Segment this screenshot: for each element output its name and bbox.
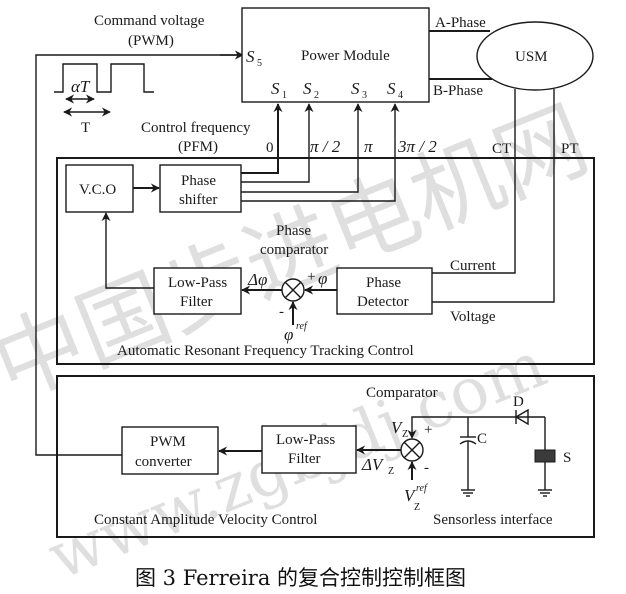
phase-shifter-line1: Phase bbox=[181, 173, 216, 189]
pwm-converter-line2: converter bbox=[135, 454, 192, 470]
phase-shifter-box bbox=[159, 164, 242, 213]
velocity-lpf-box bbox=[261, 425, 357, 474]
tracking-control-frame bbox=[56, 157, 595, 365]
pwm-converter-line1: PWM bbox=[150, 434, 186, 450]
power-module-title: Power Module bbox=[301, 48, 390, 64]
wire-s3 bbox=[241, 103, 363, 193]
capacitor-label: C bbox=[477, 431, 487, 447]
s5-sub: 5 bbox=[257, 58, 262, 69]
delta-phi-label: Δφ bbox=[247, 270, 267, 289]
pwm-converter-box bbox=[121, 426, 219, 475]
phase-shifter-line2: shifter bbox=[179, 192, 217, 208]
phase-pi2-label: π / 2 bbox=[310, 137, 341, 156]
phase-0-label: 0 bbox=[266, 140, 274, 156]
control-frequency-sub: (PFM) bbox=[178, 139, 218, 155]
phase-pi-label: π bbox=[364, 137, 373, 156]
tracking-lpf-line1: Low-Pass bbox=[168, 275, 227, 291]
delta-vz-sub: Z bbox=[388, 466, 394, 477]
pwm-feedback-wire bbox=[35, 54, 243, 456]
vco-box bbox=[65, 164, 134, 213]
phase-summing-junction bbox=[281, 278, 305, 302]
vz-minus: - bbox=[424, 460, 429, 476]
sensor-icon bbox=[534, 417, 556, 497]
command-voltage-label: Command voltage bbox=[94, 13, 205, 29]
voltage-wire bbox=[432, 89, 555, 303]
command-voltage-sub: (PWM) bbox=[128, 33, 174, 49]
velocity-lpf-line2: Filter bbox=[288, 451, 321, 467]
phase-detector-line2: Detector bbox=[357, 294, 409, 310]
usm-motor bbox=[476, 21, 594, 91]
duty-cycle-label: αT bbox=[71, 77, 91, 96]
diode-icon bbox=[514, 408, 529, 426]
velocity-summing-junction bbox=[400, 438, 424, 462]
power-module-box bbox=[241, 7, 430, 103]
s2-label: S bbox=[303, 79, 312, 98]
voltage-label: Voltage bbox=[450, 309, 496, 325]
diode-label: D bbox=[513, 394, 524, 410]
s1-label: S bbox=[271, 79, 280, 98]
velocity-lpf-line1: Low-Pass bbox=[276, 432, 335, 448]
wire-s1 bbox=[241, 103, 283, 174]
b-phase-label: B-Phase bbox=[433, 83, 483, 99]
a-phase-label: A-Phase bbox=[435, 15, 486, 31]
vco-label: V.C.O bbox=[79, 182, 116, 198]
phase-3pi2-label: 3π / 2 bbox=[397, 137, 437, 156]
current-label: Current bbox=[450, 258, 497, 274]
tracking-control-title: Automatic Resonant Frequency Tracking Co… bbox=[117, 343, 414, 359]
phi-label: φ bbox=[318, 269, 327, 288]
control-frequency-label: Control frequency bbox=[141, 120, 251, 136]
phi-ref-label: φ bbox=[284, 325, 293, 344]
sensorless-interface-label: Sensorless interface bbox=[433, 512, 553, 528]
vz-sub: Z bbox=[402, 429, 408, 440]
vz-label: V bbox=[391, 418, 404, 437]
period-label: T bbox=[81, 120, 90, 136]
tracking-lpf-line2: Filter bbox=[180, 294, 213, 310]
pt-label: PT bbox=[561, 141, 579, 157]
phi-ref-sup: ref bbox=[296, 321, 308, 332]
lpf-to-vco-wire bbox=[101, 212, 154, 289]
ct-label: CT bbox=[492, 141, 511, 157]
capacitor-icon bbox=[459, 417, 477, 497]
velocity-control-frame bbox=[56, 375, 595, 538]
figure-caption: 图 3 Ferreira 的复合控制控制框图 bbox=[135, 566, 466, 590]
vz-ref-sub: Z bbox=[414, 502, 420, 513]
usm-label: USM bbox=[515, 49, 548, 65]
s3-label: S bbox=[351, 79, 360, 98]
s4-sub: 4 bbox=[398, 90, 403, 101]
tracking-lpf-box bbox=[153, 267, 242, 315]
phi-plus: + bbox=[307, 269, 315, 285]
phi-minus: - bbox=[279, 304, 284, 320]
vz-wire bbox=[407, 416, 545, 439]
current-wire bbox=[432, 89, 516, 274]
pwm-waveform-icon: αT T bbox=[54, 63, 154, 136]
vz-ref-label: V bbox=[404, 486, 417, 505]
comparator-label: Comparator bbox=[366, 385, 438, 401]
phase-comparator-line2: comparator bbox=[260, 242, 328, 258]
s4-label: S bbox=[387, 79, 396, 98]
s1-sub: 1 bbox=[282, 90, 287, 101]
s5-label: S bbox=[246, 47, 255, 66]
phase-comparator-line1: Phase bbox=[276, 223, 311, 239]
wire-s2 bbox=[241, 103, 314, 183]
s2-sub: 2 bbox=[314, 90, 319, 101]
sensor-label: S bbox=[563, 450, 571, 466]
vz-ref-sup: ref bbox=[416, 483, 428, 494]
vz-plus: + bbox=[424, 422, 432, 438]
velocity-control-title: Constant Amplitude Velocity Control bbox=[94, 512, 317, 528]
delta-vz-label: ΔV bbox=[361, 455, 385, 474]
phase-detector-box bbox=[336, 267, 433, 315]
s3-sub: 3 bbox=[362, 90, 367, 101]
phase-detector-line1: Phase bbox=[366, 275, 401, 291]
wire-s4 bbox=[241, 103, 400, 202]
